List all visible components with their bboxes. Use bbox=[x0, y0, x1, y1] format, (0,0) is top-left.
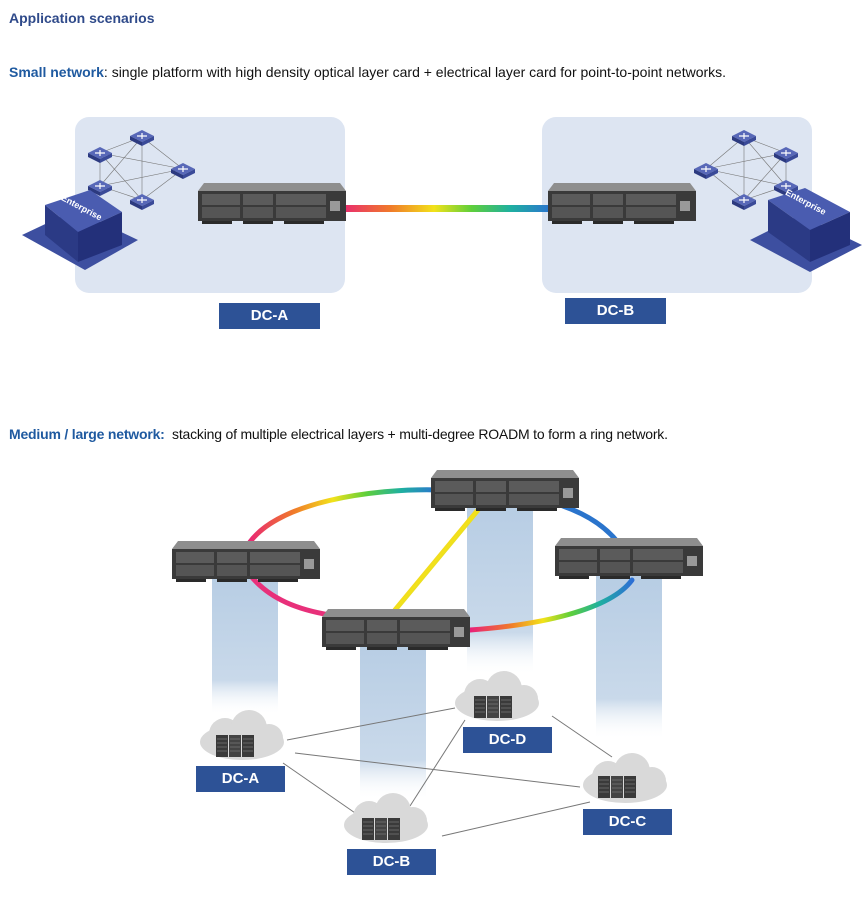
switch-icon bbox=[129, 193, 155, 211]
roadm-chassis bbox=[555, 538, 703, 579]
otn-chassis-dc-b bbox=[548, 183, 696, 224]
large-network-lead: Medium / large network: bbox=[9, 426, 165, 442]
roadm-chassis bbox=[172, 541, 320, 582]
dc-mesh-links bbox=[282, 707, 613, 837]
large-network-description: Medium / large network: stacking of mult… bbox=[9, 426, 668, 442]
page-title: Application scenarios bbox=[9, 10, 155, 26]
small-network-description: Small network: single platform with high… bbox=[9, 64, 726, 80]
dc-label-d: DC-D bbox=[463, 727, 552, 753]
small-network-lead: Small network bbox=[9, 64, 104, 80]
roadm-chassis bbox=[322, 609, 470, 650]
dc-label-b: DC-B bbox=[347, 849, 436, 875]
otn-chassis-dc-a bbox=[198, 183, 346, 224]
optical-link bbox=[336, 205, 554, 212]
roadm-chassis bbox=[431, 470, 579, 511]
pillar bbox=[467, 505, 533, 675]
switch-icon bbox=[773, 146, 799, 164]
server-rack-icon bbox=[597, 775, 637, 799]
site-label-dc-b: DC-B bbox=[565, 298, 666, 324]
site-label-dc-a: DC-A bbox=[219, 303, 320, 329]
switch-mesh-dc-b bbox=[705, 136, 787, 201]
switch-icon bbox=[731, 129, 757, 147]
server-rack-icon bbox=[361, 817, 401, 841]
switch-icon bbox=[693, 162, 719, 180]
small-network-text: : single platform with high density opti… bbox=[103, 64, 727, 80]
enterprise-building-icon: Enterprise bbox=[22, 190, 138, 270]
switch-mesh-dc-a bbox=[99, 136, 184, 201]
dc-label-c: DC-C bbox=[583, 809, 672, 835]
dc-label-a: DC-A bbox=[196, 766, 285, 792]
switch-icon bbox=[87, 146, 113, 164]
switch-icon bbox=[170, 162, 196, 180]
server-rack-icon bbox=[215, 734, 255, 758]
large-network-text: stacking of multiple electrical layers +… bbox=[172, 426, 668, 442]
pillar bbox=[212, 575, 278, 715]
server-rack-icon bbox=[473, 695, 513, 719]
enterprise-building-icon: Enterprise bbox=[750, 187, 862, 272]
switch-icon bbox=[731, 193, 757, 211]
